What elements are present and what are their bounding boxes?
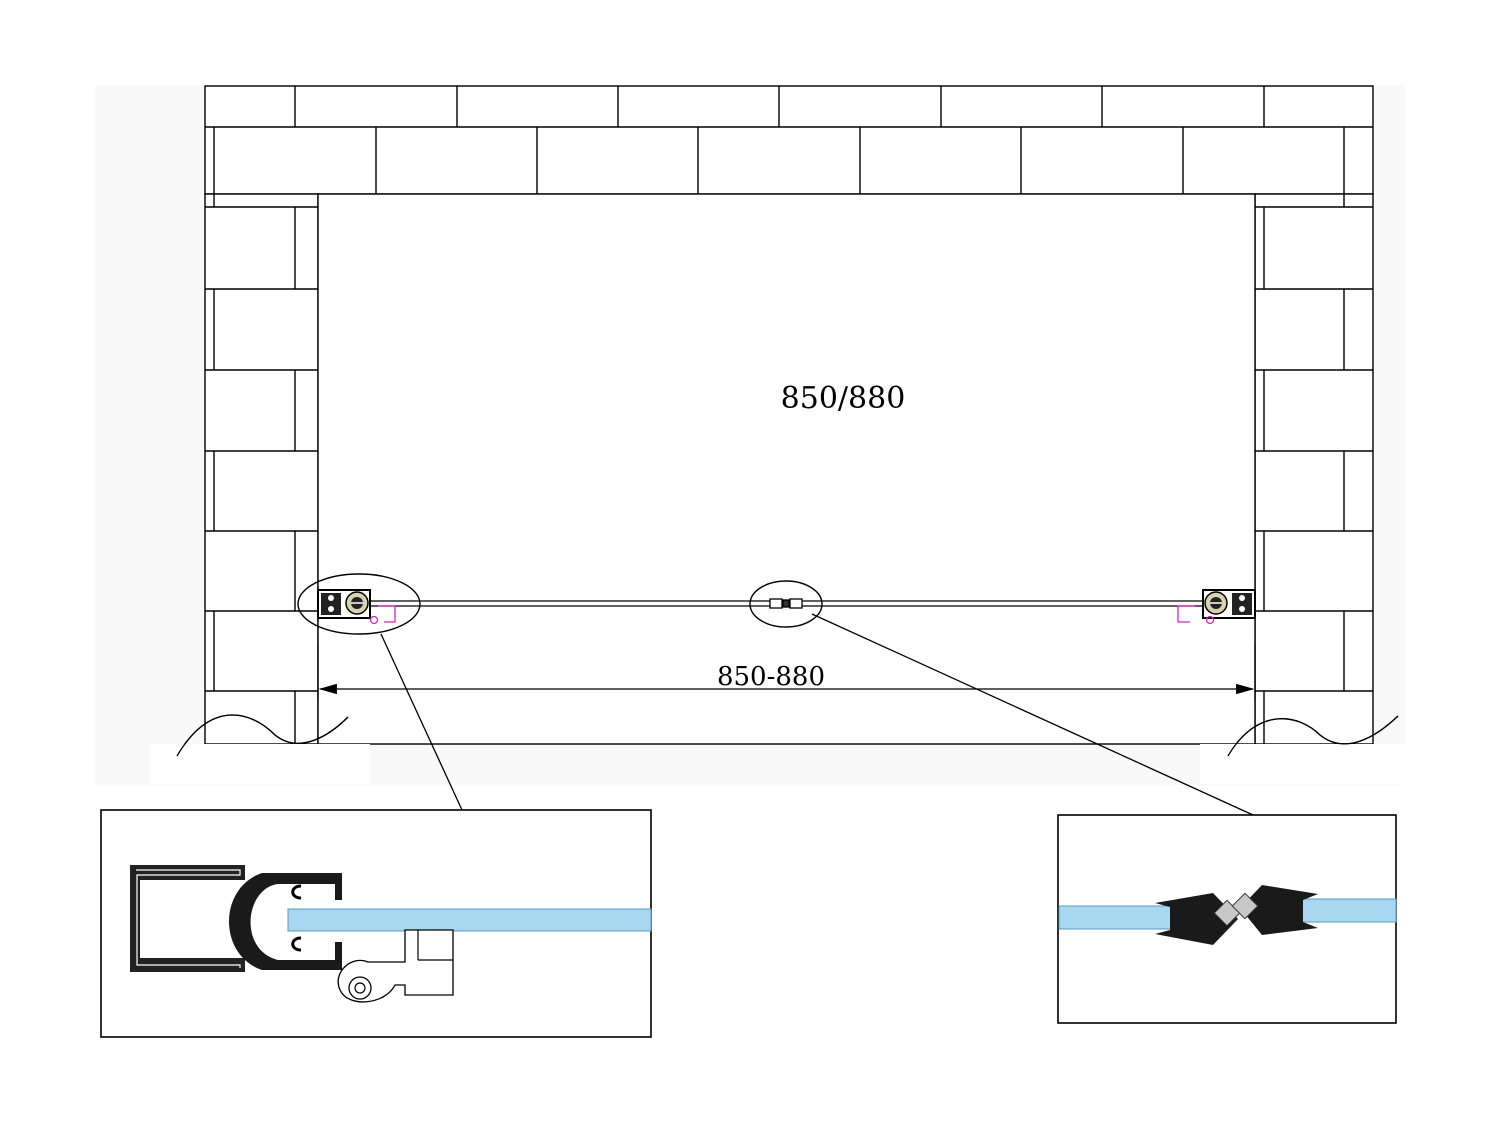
callout-ellipse-left <box>297 573 421 635</box>
detail-box-wall-profile <box>100 809 652 1038</box>
callout-ellipse-center <box>749 580 823 628</box>
width-dimension-line <box>317 644 1256 700</box>
center-magnetic-seal-icon <box>769 598 803 609</box>
detail-box-magnetic-seal <box>1057 814 1397 1024</box>
right-wall-profile-icon <box>1177 589 1256 625</box>
shower-recess <box>317 193 1256 745</box>
recess-size-label: 850/880 <box>781 381 906 416</box>
left-wall-profile-icon <box>317 589 396 625</box>
brick-wall <box>204 85 1374 745</box>
leader-line-left <box>380 633 463 811</box>
opening-width-label: 850-880 <box>717 662 825 692</box>
leader-line-center <box>811 613 1254 816</box>
